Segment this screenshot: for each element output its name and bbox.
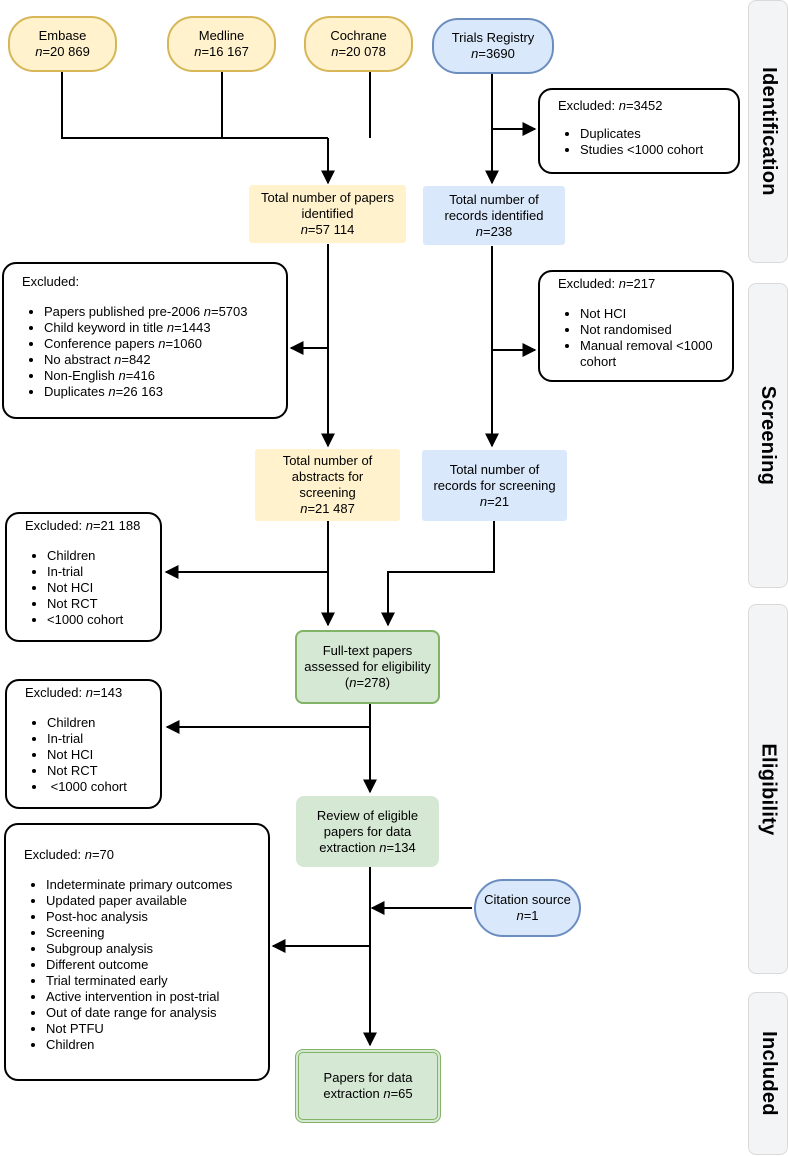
list-item: Children (46, 1037, 258, 1053)
list-item: Non-English n=416 (44, 368, 276, 384)
list-item: In-trial (47, 731, 150, 747)
list-item: Indeterminate primary outcomes (46, 877, 258, 893)
list-item: Not randomised (580, 322, 722, 338)
exclusion-fulltext: Excluded: n=143 Children In-trial Not HC… (5, 679, 162, 809)
node-fulltext: Full-text papers assessed for eligibilit… (295, 630, 440, 704)
phase-identification: Identification (748, 0, 788, 263)
list-item: Different outcome (46, 957, 258, 973)
phase-eligibility: Eligibility (748, 604, 788, 974)
list-item: No abstract n=842 (44, 352, 276, 368)
list-item: Children (47, 715, 150, 731)
list-item: Not RCT (47, 763, 150, 779)
phase-included: Included (748, 992, 788, 1155)
exclusion-abstracts: Excluded: n=21 188 Children In-trial Not… (5, 512, 162, 642)
list-item: Children (47, 548, 150, 564)
list-item: Post-hoc analysis (46, 909, 258, 925)
exclusion-review: Excluded: n=70 Indeterminate primary out… (4, 823, 270, 1081)
list-item: Not RCT (47, 596, 150, 612)
list-item: Child keyword in title n=1443 (44, 320, 276, 336)
list-item: Not HCI (47, 747, 150, 763)
source-medline: Medline n=16 167 (167, 16, 276, 72)
node-papers-identified: Total number of papers identified n=57 1… (249, 185, 406, 243)
list-item: Duplicates (580, 126, 728, 142)
source-embase: Embase n=20 869 (8, 16, 117, 72)
list-item: Not HCI (47, 580, 150, 596)
list-item: <1000 cohort (47, 779, 150, 795)
exclusion-papers: Excluded: Papers published pre-2006 n=57… (2, 262, 288, 419)
list-item: Out of date range for analysis (46, 1005, 258, 1021)
source-citation: Citation source n=1 (474, 879, 581, 937)
node-records-identified: Total number of records identified n=238 (423, 186, 565, 245)
list-item: Manual removal <1000 cohort (580, 338, 722, 370)
list-item: Trial terminated early (46, 973, 258, 989)
source-cochrane: Cochrane n=20 078 (304, 16, 413, 72)
list-item: Active intervention in post-trial (46, 989, 258, 1005)
list-item: In-trial (47, 564, 150, 580)
list-item: Studies <1000 cohort (580, 142, 728, 158)
list-item: Subgroup analysis (46, 941, 258, 957)
node-papers-for-extraction: Papers for data extraction n=65 (295, 1049, 441, 1123)
exclusion-registry: Excluded: n=3452 Duplicates Studies <100… (538, 88, 740, 174)
exclusion-records: Excluded: n=217 Not HCI Not randomised M… (538, 270, 734, 382)
node-review: Review of eligible papers for data extra… (296, 796, 439, 867)
list-item: Papers published pre-2006 n=5703 (44, 304, 276, 320)
records-to-fulltext-arrow (381, 521, 495, 627)
node-abstracts-screening: Total number of abstracts for screening … (255, 449, 400, 521)
embase-line (61, 70, 328, 139)
list-item: Conference papers n=1060 (44, 336, 276, 352)
node-records-screening: Total number of records for screening n=… (422, 450, 567, 521)
source-trials-registry: Trials Registry n=3690 (432, 18, 554, 74)
list-item: Updated paper available (46, 893, 258, 909)
list-item: <1000 cohort (47, 612, 150, 628)
list-item: Screening (46, 925, 258, 941)
list-item: Not PTFU (46, 1021, 258, 1037)
list-item: Not HCI (580, 306, 722, 322)
phase-screening: Screening (748, 283, 788, 588)
list-item: Duplicates n=26 163 (44, 384, 276, 400)
